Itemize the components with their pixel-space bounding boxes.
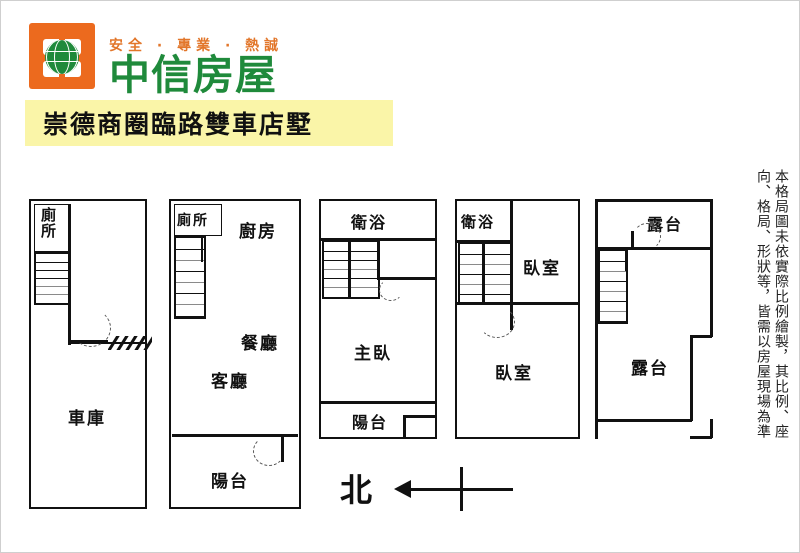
floor-2-balcony-label: 陽台: [211, 472, 249, 492]
floor-3-staircase: [322, 240, 380, 299]
floor-5-wall-top: [595, 199, 713, 202]
floor-5-wall-notch: [690, 335, 712, 338]
floor-4-stair-center-rail: [482, 242, 485, 304]
floor-5-wall-right-lower: [690, 335, 693, 421]
floor-1-interior-wall: [68, 204, 71, 305]
stair-step: [36, 278, 68, 279]
floor-3-partition: [377, 277, 435, 280]
disclaimer-text: 本格局圖未依實際比例繪製，其比例、座 向、格局、形狀等，皆需以房屋現場為準: [719, 169, 789, 519]
globe-parallel: [45, 61, 78, 62]
stair-step: [36, 286, 68, 288]
floor-1-toilet-label: 廁所: [39, 207, 57, 239]
brand-company-name: 中信房屋: [109, 51, 277, 99]
floor-4-bedroom-upper-label: 臥室: [523, 259, 561, 279]
floor-1-door-leaf: [70, 340, 108, 343]
floor-5-wall-left: [595, 199, 598, 439]
floor-5: 露台 露台: [595, 199, 713, 439]
floor-5-wall-bottom-left: [595, 419, 692, 422]
floor-5-partition: [597, 247, 711, 250]
floor-1-door-swing: [71, 309, 111, 347]
floor-3-stair-center-rail: [348, 240, 351, 299]
compass-horizontal-line: [398, 488, 513, 491]
floor-5-stair-base: [597, 321, 628, 324]
floor-2-dining-label: 餐廳: [241, 334, 279, 354]
floor-3-balcony-label: 陽台: [352, 413, 389, 432]
floor-2-kitchen-label: 廚房: [239, 222, 277, 242]
compass-arrow-icon: [394, 480, 411, 498]
floor-1-garage-label: 車庫: [68, 409, 106, 429]
floor-4-partition: [457, 302, 578, 305]
floor-4-door-swing: [479, 306, 515, 338]
title-banner: 崇德商圈臨路雙車店墅: [25, 100, 393, 146]
globe-meridian: [46, 40, 78, 74]
floor-3: 衛浴 主臥 陽台: [319, 199, 437, 439]
floor-4-bathroom-label: 衛浴: [461, 213, 496, 231]
brand-tagline: 安全 · 專業 · 熱誠: [109, 38, 284, 54]
floor-3-stair-wall: [377, 240, 380, 280]
floor-4-bathroom-wall: [510, 201, 513, 240]
stair-step: [36, 294, 68, 296]
floor-2: 廁所 廚房 餐廳 客廳 陽台: [169, 199, 301, 509]
floor-1-outline: [29, 199, 147, 509]
floor-2-stair-rail: [201, 236, 203, 262]
floorplan-diagram: 廁所 車庫: [1, 156, 800, 536]
floor-5-staircase: [598, 249, 628, 323]
floor-2-living-label: 客廳: [211, 372, 249, 392]
floor-2-balcony-door-swing: [253, 436, 285, 466]
compass-indicator: 北: [336, 463, 516, 523]
floor-1-interior-wall: [68, 305, 71, 345]
globe-icon: [45, 40, 79, 74]
floor-3-balcony-notch: [403, 415, 437, 418]
floor-4-bathroom-wall: [457, 240, 513, 243]
floor-1: 廁所 車庫: [29, 199, 152, 509]
floor-5-terrace-lower-label: 露台: [631, 359, 669, 379]
company-logo: [29, 23, 95, 89]
globe-parallel: [45, 51, 78, 52]
floor-2-toilet-room: [174, 204, 222, 236]
floor-1-interior-wall: [70, 342, 145, 344]
north-label: 北: [340, 471, 373, 509]
stair-step: [36, 270, 68, 271]
floor-3-bathroom-wall: [321, 238, 435, 241]
disclaimer-line-2: 向、格局、形狀等，皆需以房屋現場為準: [755, 169, 771, 439]
floor-4-staircase: [458, 242, 512, 304]
page-title: 崇德商圈臨路雙車店墅: [43, 110, 314, 139]
floor-5-wall-bottom-right: [690, 436, 712, 439]
floor-4: 衛浴 臥室 臥室: [455, 199, 580, 439]
floor-3-door-swing: [379, 279, 403, 301]
floor-3-master-bedroom-label: 主臥: [354, 344, 392, 364]
stair-step: [36, 262, 68, 263]
floor-5-wall-right-upper: [710, 199, 713, 337]
floor-2-toilet-label: 廁所: [177, 213, 209, 229]
floor-4-stair-wall: [510, 242, 513, 304]
floor-5-wall-corner: [710, 419, 713, 438]
floor-4-outline: [455, 199, 580, 439]
floor-1-garage-door-hatch: [108, 336, 152, 350]
floor-2-balcony-wall: [172, 434, 298, 437]
floor-3-balcony-wall: [321, 401, 435, 404]
floor-1-staircase: [34, 252, 70, 305]
floor-5-door-jamb: [631, 231, 634, 249]
floor-2-stair-base: [174, 316, 206, 319]
floor-5-door-swing: [633, 223, 661, 250]
floor-3-balcony-notch: [403, 415, 406, 439]
compass-vertical-line: [460, 467, 463, 511]
floor-3-bathroom-label: 衛浴: [351, 213, 388, 232]
floor-5-stair-rail: [625, 249, 627, 271]
floor-4-bedroom-lower-label: 臥室: [495, 364, 533, 384]
brand-header: 安全 · 專業 · 熱誠 中信房屋: [29, 19, 329, 99]
disclaimer-line-1: 本格局圖未依實際比例繪製，其比例、座: [773, 169, 789, 439]
